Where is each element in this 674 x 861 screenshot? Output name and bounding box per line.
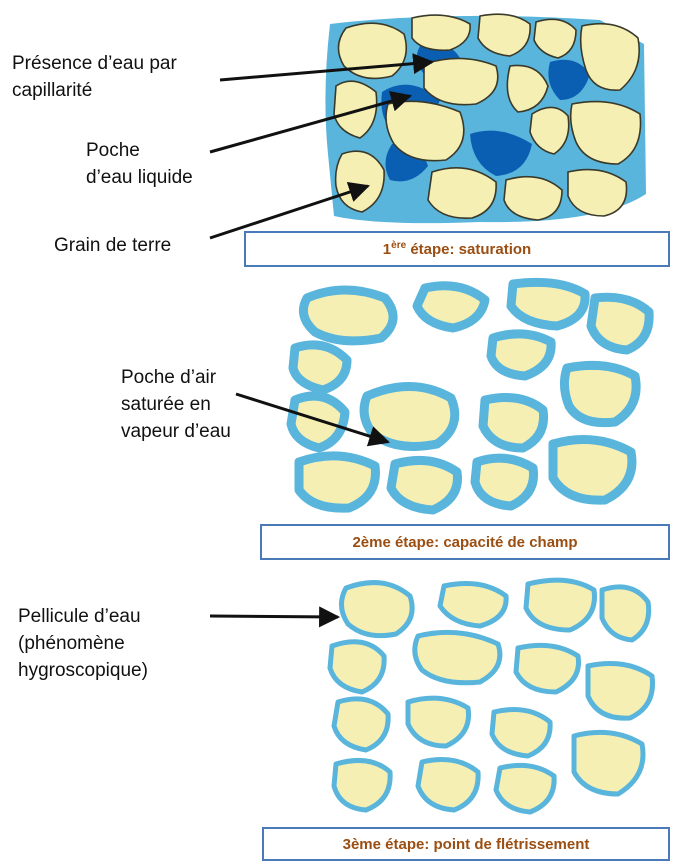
caption-stage1-text: 1ère étape: saturation (383, 240, 531, 258)
soil-grain (334, 760, 390, 810)
caption-stage2-text: 2ème étape: capacité de champ (352, 534, 577, 551)
soil-grain (417, 286, 485, 328)
soil-grain (440, 584, 506, 626)
soil-grain (511, 282, 585, 326)
label-water-film: Pellicule d’eau (phénomène hygroscopique… (18, 603, 148, 684)
soil-grain (418, 760, 478, 810)
stage3-soil-grains (330, 580, 653, 812)
soil-grain (574, 732, 643, 794)
soil-grain (588, 664, 653, 719)
label-liquid-pocket: Poche d’eau liquide (86, 137, 193, 191)
soil-grain (526, 580, 595, 630)
stage2-field-capacity-diagram (285, 276, 665, 520)
soil-grain (553, 440, 632, 501)
caption-stage3-text: 3ème étape: point de flétrissement (343, 836, 590, 853)
soil-grain (303, 290, 393, 341)
soil-grain (415, 632, 500, 682)
soil-grain (341, 583, 412, 636)
stage1-saturation-diagram (300, 4, 660, 230)
soil-grain (602, 587, 649, 640)
soil-grain (492, 710, 550, 756)
soil-grain (483, 398, 544, 448)
soil-grain (330, 642, 384, 692)
soil-grain (568, 170, 627, 216)
caption-stage1: 1ère étape: saturation (244, 231, 670, 267)
soil-grain (491, 334, 551, 376)
soil-grain (564, 365, 636, 422)
arrow-water-film (210, 616, 338, 617)
soil-grain (412, 15, 470, 50)
soil-grain (299, 456, 375, 508)
soil-grain (475, 458, 534, 506)
soil-grain (408, 698, 469, 746)
soil-grain (334, 699, 388, 750)
caption-stage3: 3ème étape: point de flétrissement (262, 827, 670, 861)
soil-grain (424, 58, 498, 104)
soil-grain (293, 345, 347, 390)
soil-grain (364, 386, 455, 446)
soil-grain (291, 396, 345, 448)
label-air-pocket: Poche d’air saturée en vapeur d’eau (121, 364, 231, 445)
soil-grain (591, 297, 649, 350)
caption-stage2: 2ème étape: capacité de champ (260, 524, 670, 560)
soil-grain (428, 168, 496, 218)
soil-grain (516, 645, 579, 692)
stage2-soil-grains (291, 282, 649, 510)
soil-grain (391, 460, 458, 510)
label-capillarity: Présence d’eau par capillarité (12, 50, 177, 104)
soil-grain (338, 23, 406, 78)
soil-grain (496, 765, 554, 812)
label-soil-grain: Grain de terre (54, 232, 171, 259)
stage3-wilting-point-diagram (322, 568, 662, 824)
